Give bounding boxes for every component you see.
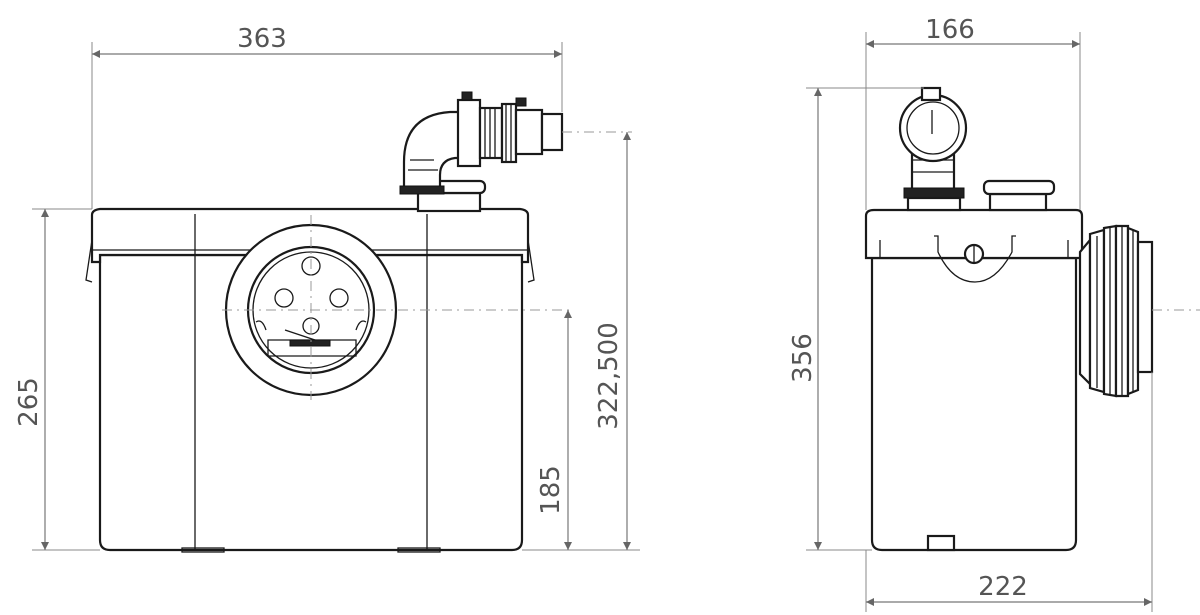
front-outlet-pipe [399,91,564,195]
front-outlet-height-label: 322,500 [594,322,624,430]
front-body [98,253,524,552]
side-width-top-label: 166 [925,15,975,45]
front-view [85,91,632,553]
side-outlet-pipe [898,86,968,212]
front-inlet-height-label: 185 [536,465,566,515]
front-height-label: 265 [14,377,44,427]
front-dimensions: 363 265 185 322,500 [14,24,640,551]
side-dimensions: 166 356 222 [788,15,1153,612]
side-height-label: 356 [788,333,818,383]
front-width-label: 363 [237,24,287,54]
side-view [864,86,1200,552]
side-lid [864,208,1084,260]
side-bellows [1078,224,1154,398]
side-body [870,256,1078,552]
side-width-bottom-label: 222 [978,572,1028,602]
